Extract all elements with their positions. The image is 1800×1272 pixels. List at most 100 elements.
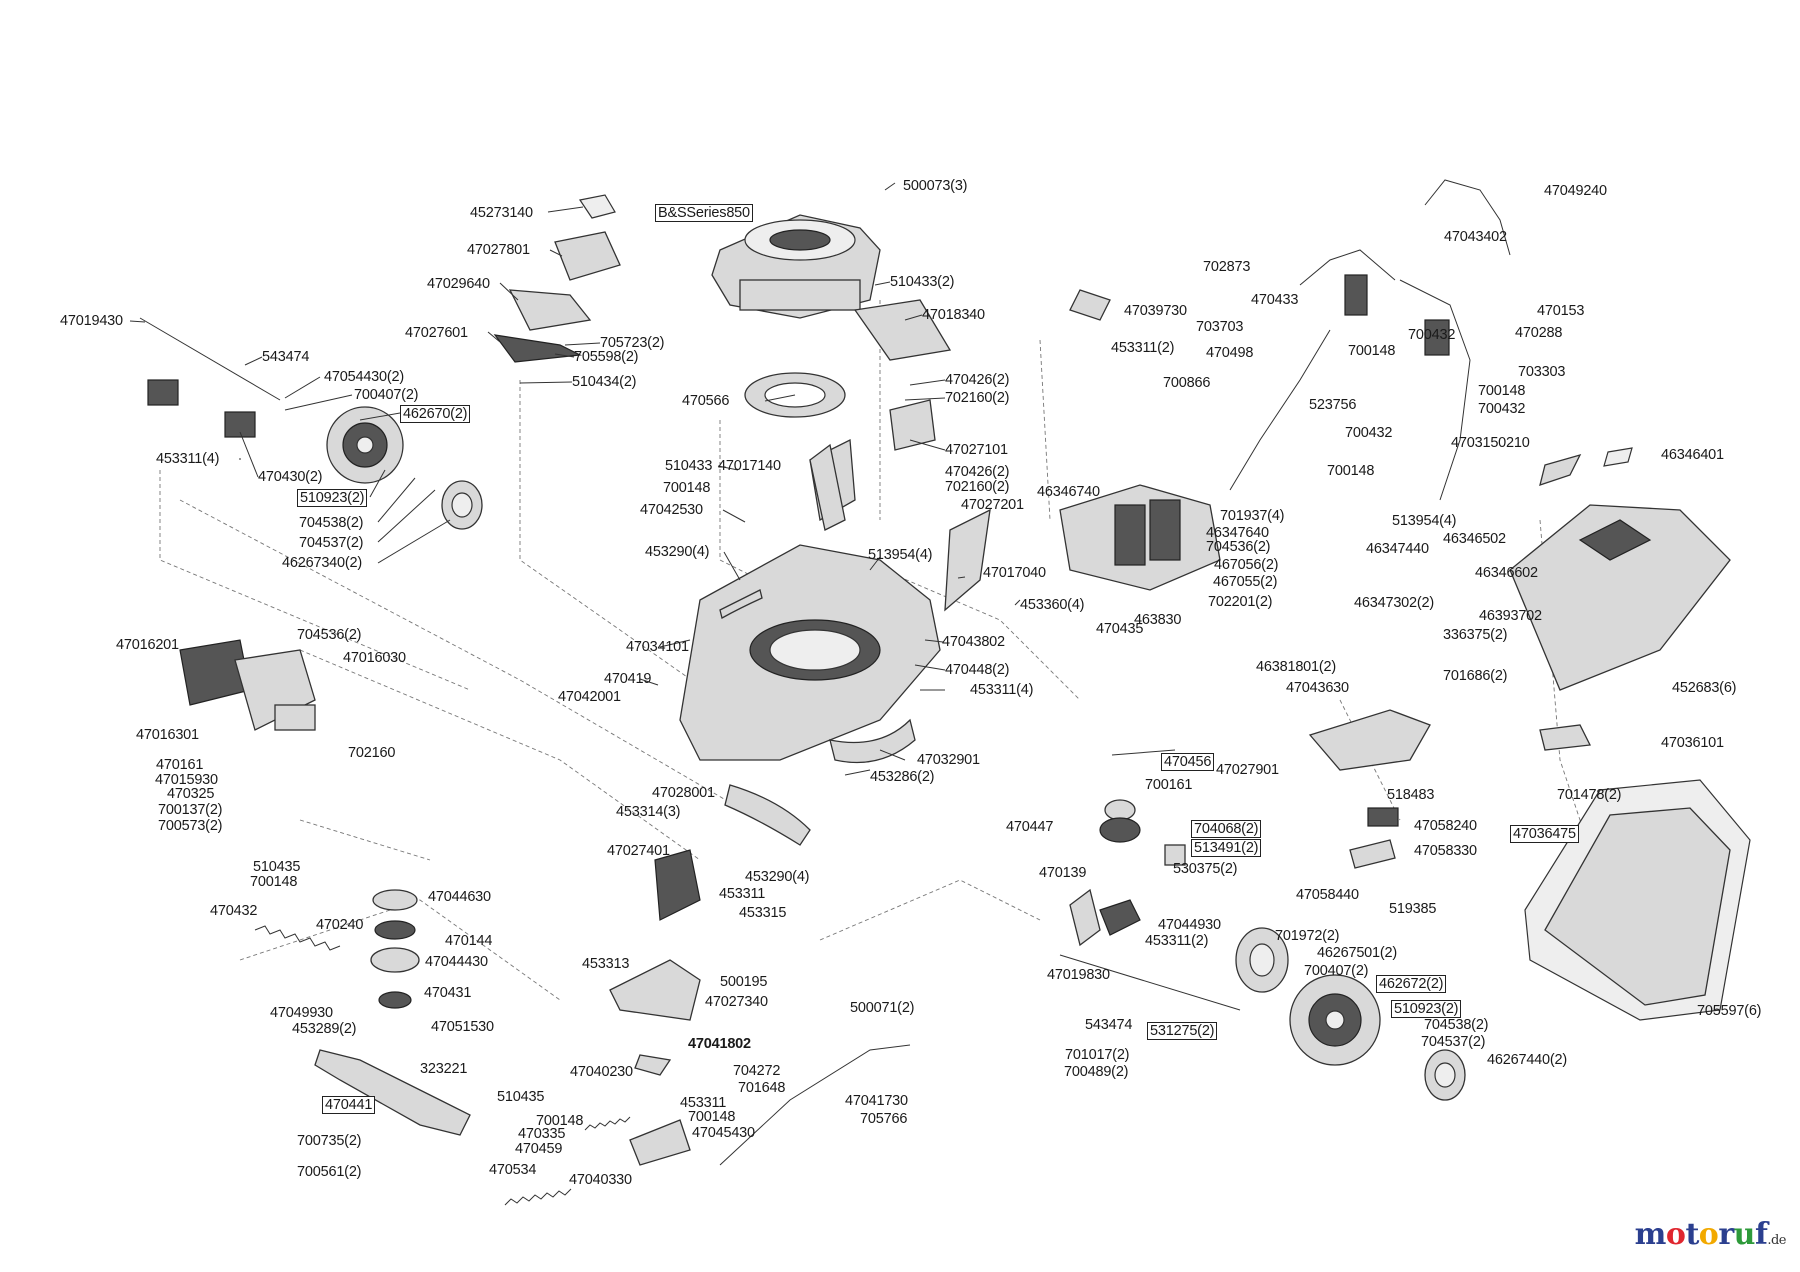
part-number-label: 46347640 <box>1206 525 1269 541</box>
part-number-label: 510923(2) <box>297 489 368 507</box>
part-number-label: 700407(2) <box>354 387 419 403</box>
part-number-label: 470498 <box>1206 345 1254 361</box>
part-number-label: 47043402 <box>1444 229 1507 245</box>
part-number-label: 47043630 <box>1286 680 1349 696</box>
part-number-label: 470426(2) <box>945 464 1010 480</box>
part-number-label: 700148 <box>663 480 711 496</box>
mulch-plate-mid <box>654 849 701 921</box>
part-number-label: 46267440(2) <box>1487 1052 1568 1068</box>
part-number-label: 510435 <box>253 859 301 875</box>
rear-axle <box>1059 954 1241 1011</box>
part-number-label: 523756 <box>1309 397 1357 413</box>
grass-basket <box>1524 779 1751 1021</box>
mulch-chute <box>1308 709 1431 771</box>
part-number-label: 518483 <box>1387 787 1435 803</box>
part-number-label: 700489(2) <box>1064 1064 1129 1080</box>
part-number-label: 46381801(2) <box>1256 659 1337 675</box>
small-plate <box>1603 447 1633 467</box>
part-number-label: 700148 <box>688 1109 736 1125</box>
part-number-label: 470431 <box>424 985 472 1001</box>
part-number-label: 701648 <box>738 1080 786 1096</box>
part-number-label: 704272 <box>733 1063 781 1079</box>
part-number-label: 47058440 <box>1296 887 1359 903</box>
part-number-label: 530375(2) <box>1173 861 1238 877</box>
part-number-label: 510433 <box>665 458 713 474</box>
part-number-label: 467055(2) <box>1213 574 1278 590</box>
part-number-label: 700432 <box>1408 327 1456 343</box>
part-number-label: 47016030 <box>343 650 406 666</box>
part-number-label: 47036475 <box>1510 825 1579 843</box>
part-number-label: 453290(4) <box>645 544 710 560</box>
part-number-label: 470433 <box>1251 292 1299 308</box>
tab-piece <box>1539 453 1582 486</box>
part-number-label: 470240 <box>316 917 364 933</box>
brand-letter: m <box>1634 1217 1667 1252</box>
part-number-label: 453313 <box>582 956 630 972</box>
part-number-label: 47028001 <box>652 785 715 801</box>
part-number-label: 453315 <box>739 905 787 921</box>
part-number-label: 46346401 <box>1661 447 1724 463</box>
part-number-label: 701017(2) <box>1065 1047 1130 1063</box>
part-number-label: 47019830 <box>1047 967 1110 983</box>
height-adjuster <box>179 639 316 731</box>
part-number-label: 46347440 <box>1366 541 1429 557</box>
part-number-label: 47027601 <box>405 325 468 341</box>
grille-cover <box>554 231 621 281</box>
part-number-label: 47044430 <box>425 954 488 970</box>
right-hubcap-upper <box>1235 927 1289 993</box>
part-number-label: 701686(2) <box>1443 668 1508 684</box>
part-number-label: 47045430 <box>692 1125 755 1141</box>
part-number-label: 46346602 <box>1475 565 1538 581</box>
part-number-label: 470566 <box>682 393 730 409</box>
part-number-label: 513491(2) <box>1191 839 1262 857</box>
part-number-label: 453289(2) <box>292 1021 357 1037</box>
part-number-label: 453311(2) <box>1145 933 1209 949</box>
part-number-label: 47034101 <box>626 639 689 655</box>
part-number-label: 47027101 <box>945 442 1008 458</box>
small-block <box>1367 807 1399 827</box>
part-number-label: 47027801 <box>467 242 530 258</box>
drive-rod <box>719 1044 911 1166</box>
part-number-label: 470448(2) <box>945 662 1010 678</box>
part-number-label: 703703 <box>1196 319 1244 335</box>
part-number-label: 470426(2) <box>945 372 1010 388</box>
handle <box>1229 179 1511 501</box>
right-wheel <box>1289 974 1381 1066</box>
part-number-label: 470161 <box>156 757 204 773</box>
belt-guard <box>889 399 936 451</box>
part-number-label: 46267501(2) <box>1317 945 1398 961</box>
part-number-label: 47054430(2) <box>324 369 405 385</box>
part-number-label: 705598(2) <box>574 349 639 365</box>
part-number-label: 47040230 <box>570 1064 633 1080</box>
part-number-label: 700148 <box>536 1113 584 1129</box>
part-number-label: 4703150210 <box>1451 435 1530 451</box>
part-number-label: 510434(2) <box>572 374 637 390</box>
part-number-label: 47040330 <box>569 1172 632 1188</box>
brand-letter: o <box>1665 1217 1686 1252</box>
part-number-label: 701937(4) <box>1220 508 1285 524</box>
part-number-label: 467056(2) <box>1214 557 1279 573</box>
part-number-label: 336375(2) <box>1443 627 1508 643</box>
part-number-label: 513954(4) <box>1392 513 1457 529</box>
part-number-label: 453311(4) <box>156 451 220 467</box>
part-number-label: 500073(3) <box>903 178 968 194</box>
decal-label <box>579 194 616 219</box>
part-number-label: 470139 <box>1039 865 1087 881</box>
part-number-label: 470335 <box>518 1126 566 1142</box>
part-number-label: 453311(2) <box>1111 340 1175 356</box>
part-number-label: 704068(2) <box>1191 820 1262 838</box>
part-number-label: 323221 <box>420 1061 468 1077</box>
part-number-label: 704538(2) <box>299 515 364 531</box>
drive-bracket <box>629 1119 691 1166</box>
part-number-label: 47041730 <box>845 1093 908 1109</box>
part-number-label: 452683(6) <box>1672 680 1737 696</box>
part-number-label: 47042530 <box>640 502 703 518</box>
part-number-label: 47029640 <box>427 276 490 292</box>
springs <box>254 925 631 1206</box>
part-number-label: 705723(2) <box>600 335 665 351</box>
part-number-label: 704537(2) <box>299 535 364 551</box>
part-number-label: 47018340 <box>922 307 985 323</box>
part-number-label: 519385 <box>1389 901 1437 917</box>
